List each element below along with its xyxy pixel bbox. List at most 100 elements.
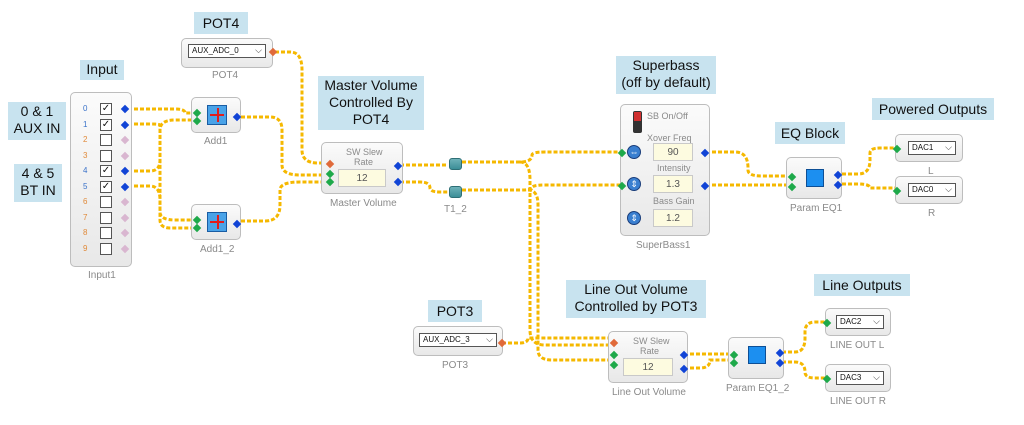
output-pin[interactable] xyxy=(700,148,710,158)
dac1-block[interactable]: DAC1 ⌵ xyxy=(892,134,963,162)
line-out-volume-title-1: SW Slew xyxy=(633,336,670,346)
output-pin[interactable] xyxy=(833,170,843,180)
bass-gain-knob-icon[interactable]: ⇕ xyxy=(627,211,641,225)
output-pin[interactable] xyxy=(120,228,130,238)
output-pin[interactable] xyxy=(700,181,710,191)
channel-checkbox[interactable] xyxy=(100,227,112,239)
eq-icon xyxy=(806,169,824,187)
control-input-pin[interactable] xyxy=(609,338,619,348)
input-pin[interactable] xyxy=(822,374,832,384)
output-pin[interactable] xyxy=(120,197,130,207)
channel-index: 8 xyxy=(83,228,88,237)
xover-knob-icon[interactable]: ⇔ xyxy=(627,145,641,159)
input-channel-row: 6 xyxy=(71,196,131,211)
input-pin[interactable] xyxy=(192,223,202,233)
pot4-block[interactable]: AUX_ADC_0 ⌵ xyxy=(181,38,278,68)
output-pin[interactable] xyxy=(120,151,130,160)
input-pin[interactable] xyxy=(192,116,202,126)
line-out-volume-value[interactable]: 12 xyxy=(623,358,673,376)
sb-switch-label: SB On/Off xyxy=(647,111,688,121)
channel-checkbox[interactable] xyxy=(100,211,112,224)
pot4-source-select[interactable]: AUX_ADC_0 ⌵ xyxy=(188,44,266,58)
param-eq1-block[interactable] xyxy=(786,157,843,199)
output-pin[interactable] xyxy=(120,244,130,253)
dac1-caption: L xyxy=(928,166,934,177)
output-pin[interactable] xyxy=(120,182,130,191)
chevron-down-icon: ⌵ xyxy=(873,372,880,382)
input-pin[interactable] xyxy=(892,186,902,196)
line-out-volume-block[interactable]: SW Slew Rate 12 xyxy=(608,331,689,383)
pot4-source-value: AUX_ADC_0 xyxy=(192,46,239,55)
callout-line-outputs: Line Outputs xyxy=(814,274,910,296)
dac2-block[interactable]: DAC2 ⌵ xyxy=(822,308,891,336)
channel-checkbox[interactable]: ✓ xyxy=(100,103,112,115)
output-pin[interactable] xyxy=(833,180,843,190)
add1-caption: Add1 xyxy=(204,136,228,147)
t1-2-top-node[interactable] xyxy=(449,158,462,170)
input-pin[interactable] xyxy=(822,318,832,328)
input-channel-row: 2 xyxy=(71,134,131,149)
output-pin[interactable] xyxy=(232,112,242,122)
dac2-select[interactable]: DAC2 ⌵ xyxy=(836,315,884,329)
channel-checkbox[interactable] xyxy=(100,242,112,255)
output-pin[interactable] xyxy=(393,177,403,187)
input-pin[interactable] xyxy=(787,172,797,182)
input-pin[interactable] xyxy=(617,181,627,191)
input-pin[interactable] xyxy=(729,358,739,368)
pot3-source-select[interactable]: AUX_ADC_3 ⌵ xyxy=(419,333,497,347)
channel-checkbox[interactable]: ✓ xyxy=(100,165,112,177)
bass-gain-value[interactable]: 1.2 xyxy=(653,209,693,227)
line-out-volume-caption: Line Out Volume xyxy=(612,387,686,398)
channel-index: 3 xyxy=(83,150,88,160)
intensity-knob-icon[interactable]: ⇕ xyxy=(627,177,641,191)
channel-checkbox[interactable]: ✓ xyxy=(100,118,112,131)
output-pin[interactable] xyxy=(120,166,130,176)
add1-block[interactable] xyxy=(191,97,242,133)
channel-checkbox[interactable] xyxy=(100,196,112,208)
control-input-pin[interactable] xyxy=(325,159,335,169)
output-pin[interactable] xyxy=(775,358,785,368)
pot3-block[interactable]: AUX_ADC_3 ⌵ xyxy=(413,326,507,356)
channel-checkbox[interactable] xyxy=(100,134,112,146)
dac3-block[interactable]: DAC3 ⌵ xyxy=(822,364,891,392)
intensity-value[interactable]: 1.3 xyxy=(653,175,693,193)
master-volume-value[interactable]: 12 xyxy=(338,169,386,187)
master-volume-block[interactable]: SW Slew Rate 12 xyxy=(321,142,403,194)
superbass-caption: SuperBass1 xyxy=(636,240,691,251)
dac3-select[interactable]: DAC3 ⌵ xyxy=(836,371,884,385)
chevron-down-icon: ⌵ xyxy=(945,184,952,194)
input-channel-row: 8 xyxy=(71,227,131,242)
callout-eq-block: EQ Block xyxy=(775,122,845,144)
input-pin[interactable] xyxy=(892,144,902,154)
dac0-select[interactable]: DAC0 ⌵ xyxy=(908,183,956,197)
input-pin[interactable] xyxy=(617,148,627,158)
add1-2-block[interactable] xyxy=(191,204,242,240)
sb-toggle-switch[interactable] xyxy=(633,111,642,133)
pot4-caption: POT4 xyxy=(212,70,239,81)
input-pin[interactable] xyxy=(325,177,335,187)
output-pin[interactable] xyxy=(120,104,130,114)
output-pin[interactable] xyxy=(120,213,130,222)
output-pin[interactable] xyxy=(679,364,689,374)
param-eq1-2-caption: Param EQ1_2 xyxy=(726,383,790,394)
dac2-value: DAC2 xyxy=(840,317,862,326)
xover-value[interactable]: 90 xyxy=(653,143,693,161)
output-pin[interactable] xyxy=(393,161,403,171)
dac1-select[interactable]: DAC1 ⌵ xyxy=(908,141,956,155)
output-pin[interactable] xyxy=(120,135,130,145)
t1-2-bottom-node[interactable] xyxy=(449,186,462,198)
channel-checkbox[interactable] xyxy=(100,149,112,162)
dac0-block[interactable]: DAC0 ⌵ xyxy=(892,176,963,204)
output-pin[interactable] xyxy=(679,350,689,360)
input-pin[interactable] xyxy=(609,360,619,370)
input-pin[interactable] xyxy=(787,182,797,192)
output-pin[interactable] xyxy=(232,219,242,229)
channel-checkbox[interactable]: ✓ xyxy=(100,180,112,193)
channel-index: 0 xyxy=(83,104,88,113)
output-pin[interactable] xyxy=(120,120,130,129)
output-pin[interactable] xyxy=(775,348,785,358)
input-pin[interactable] xyxy=(609,350,619,360)
param-eq1-2-block[interactable] xyxy=(728,337,785,379)
superbass-block[interactable]: SB On/Off Xover Freq ⇔ 90 Intensity ⇕ 1.… xyxy=(617,104,710,236)
